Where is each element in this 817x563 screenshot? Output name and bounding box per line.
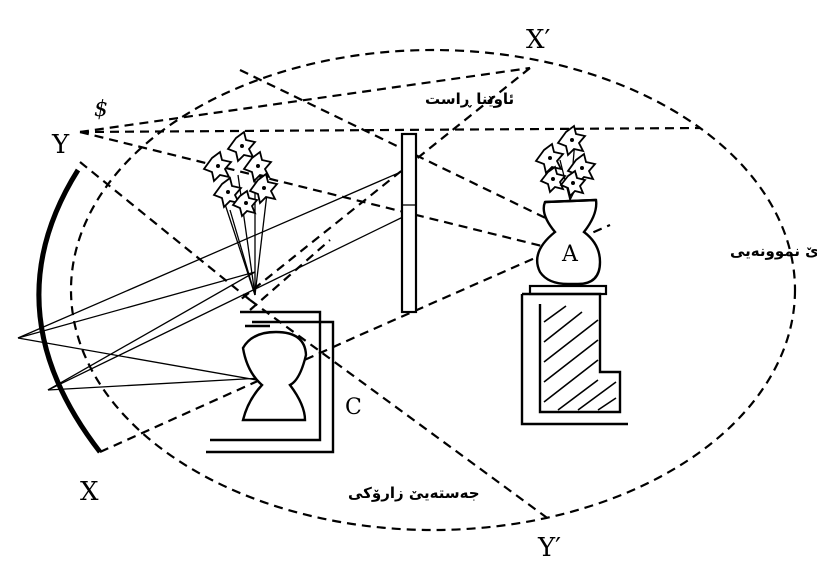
dashed-line-short — [249, 239, 331, 311]
ray-3 — [17, 337, 269, 383]
object-a-vase — [520, 198, 628, 426]
dashed-line-y-to-image — [79, 161, 251, 301]
dashed-line-s-to-a — [79, 130, 551, 250]
label-x-prime: X′ — [526, 25, 551, 55]
label-y: Y — [51, 130, 70, 160]
dashed-line-image-to-yprime — [249, 299, 551, 521]
ray-6 — [47, 271, 256, 391]
label-a: A — [561, 242, 579, 267]
ray-2 — [47, 215, 406, 391]
concave-mirror — [36, 168, 102, 454]
label-x: X — [80, 477, 99, 507]
label-s: $ — [94, 97, 108, 122]
dashed-line-x-to-center — [99, 333, 361, 454]
image-box-c — [206, 310, 335, 454]
label-object-plane: ئەزێ نموونەیی — [730, 242, 817, 260]
label-y-prime: Y′ — [537, 533, 561, 563]
dashed-line-s-to-xprime — [79, 66, 531, 134]
plane-mirror — [400, 132, 418, 314]
dashed-line-top-horizontal — [79, 126, 701, 134]
ray-1 — [17, 167, 411, 339]
label-c: C — [345, 395, 362, 420]
object-a-flowers — [534, 124, 597, 201]
dashed-ellipse — [69, 48, 797, 532]
dashed-line-xprime-to-c — [239, 67, 531, 301]
label-plane-mirror: ئاوێنا ڕاست — [425, 90, 514, 108]
label-real-image: جەستەیێ زارۆکی — [348, 484, 480, 502]
ray-5 — [17, 271, 256, 339]
ray-4 — [47, 377, 263, 391]
real-image-flowers — [202, 130, 279, 296]
